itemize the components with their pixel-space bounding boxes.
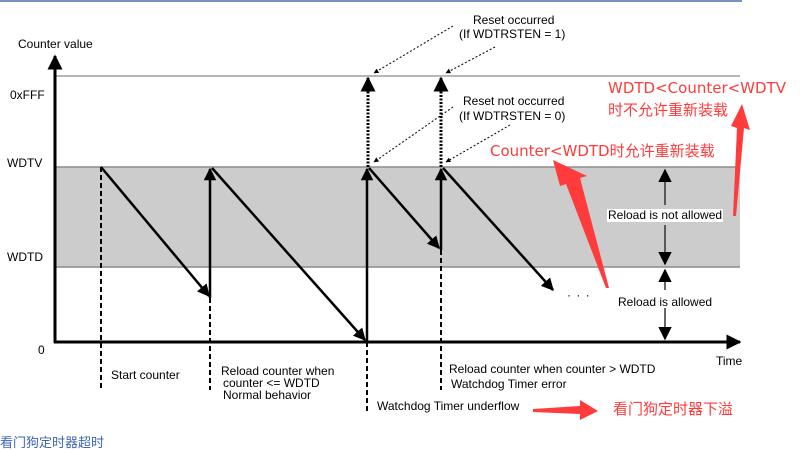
y-tick-zero: 0 <box>38 343 45 357</box>
reset-occurred-pointer-2 <box>445 46 496 74</box>
counter-down-2 <box>211 167 366 341</box>
red-arrow-underflow <box>533 400 598 420</box>
not-allowed-note-line-2: 时不允许重新装载 <box>608 101 729 119</box>
error-reload-line-2: Watchdog Timer error <box>451 377 567 391</box>
y-tick-wdtd: WDTD <box>7 250 43 264</box>
counter-down-4 <box>442 167 554 291</box>
continuation-ellipsis: · · · <box>567 288 591 302</box>
red-arrow-not-allowed <box>731 104 750 216</box>
allowed-note: Counter<WDTD时允许重新装载 <box>490 142 715 160</box>
watchdog-timing-diagram <box>47 25 750 420</box>
error-reload-line-1: Reload counter when counter > WDTD <box>449 362 656 376</box>
reset-not-occurred-label: Reset not occurred <box>463 94 565 108</box>
y-tick-wdtv: WDTV <box>7 156 43 170</box>
reset-occurred-pointer-1 <box>373 25 454 74</box>
red-arrow-allowed <box>553 160 609 288</box>
underflow-note: 看门狗定时器下溢 <box>613 400 734 418</box>
start-counter-label: Start counter <box>111 368 180 382</box>
y-axis-label: Counter value <box>18 37 93 51</box>
reset-not-occurred-pointer-2 <box>445 124 511 163</box>
counter-down-3 <box>368 167 440 249</box>
not-allowed-note-line-1: WDTD<Counter<WDTV <box>608 79 786 97</box>
reload-allowed-label: Reload is allowed <box>618 295 713 309</box>
normal-reload-line-3: Normal behavior <box>223 388 312 402</box>
x-axis-label: Time <box>716 354 743 368</box>
reload-not-allowed-label: Reload is not allowed <box>607 208 724 222</box>
cut-off-caption: 看门狗定时器超时 <box>0 436 105 451</box>
window-top-border <box>0 0 742 2</box>
normal-reload-line-1: Reload counter when <box>221 364 335 378</box>
y-tick-0xfff: 0xFFF <box>10 88 45 102</box>
reset-occurred-condition: (If WDTRSTEN = 1) <box>459 27 566 41</box>
underflow-label: Watchdog Timer underflow <box>377 399 520 413</box>
counter-down-1 <box>100 166 210 297</box>
reset-not-occurred-condition: (If WDTRSTEN = 0) <box>459 109 566 123</box>
reset-not-occurred-pointer-1 <box>373 106 454 163</box>
reset-occurred-label: Reset occurred <box>473 13 555 27</box>
normal-reload-line-2: counter <= WDTD <box>223 376 320 390</box>
